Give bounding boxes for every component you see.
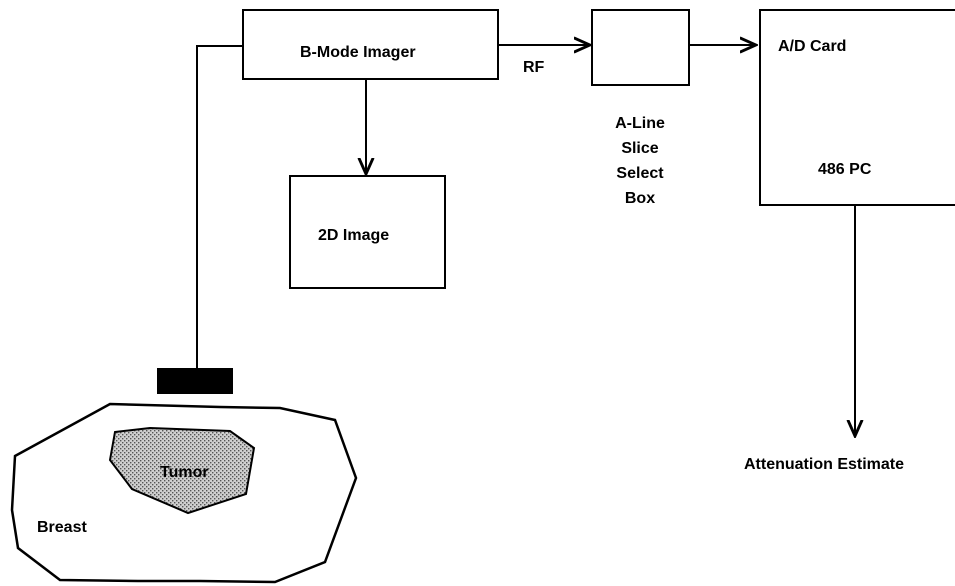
pc-label: 486 PC (818, 161, 872, 178)
probe-cable (196, 45, 243, 368)
slice-select-box (591, 9, 690, 86)
image-2d-label: 2D Image (318, 227, 389, 244)
pc-box (759, 9, 955, 206)
transducer-probe (157, 368, 233, 394)
slice-select-line-1: A-Line (615, 115, 665, 132)
slice-select-line-4: Box (625, 190, 655, 207)
slice-select-line-3: Select (616, 165, 664, 182)
slice-select-line-2: Slice (621, 140, 658, 157)
rf-label: RF (523, 59, 545, 76)
tumor-label: Tumor (160, 464, 209, 481)
bmode-imager-box (242, 9, 499, 80)
tumor-region (108, 426, 256, 515)
breast-label: Breast (37, 519, 87, 536)
image-2d-box (289, 175, 446, 289)
output-label: Attenuation Estimate (744, 456, 904, 473)
ad-card-label: A/D Card (778, 38, 846, 55)
bmode-imager-label: B-Mode Imager (300, 44, 416, 61)
